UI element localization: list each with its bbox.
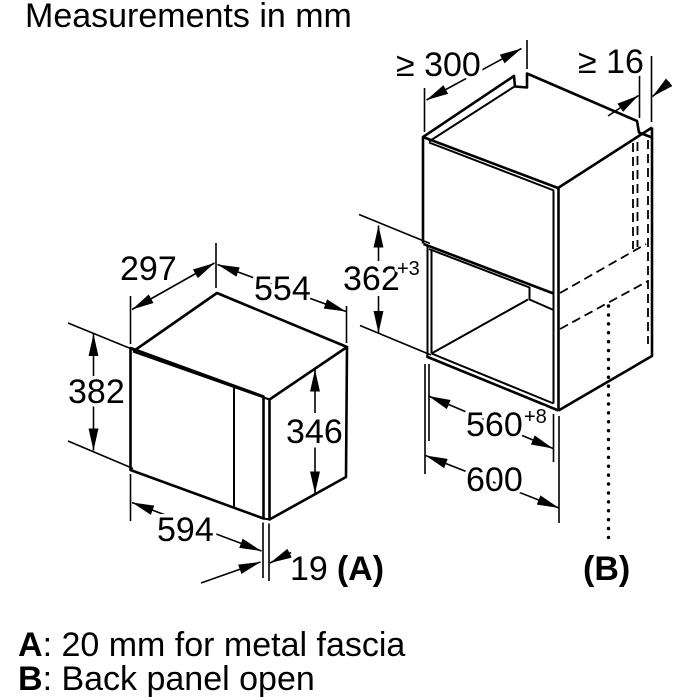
dim-niche-height: 362 (343, 260, 400, 298)
cabinet-top-outline (421, 72, 653, 244)
cabinet-niche-top-edge (423, 242, 554, 295)
cabinet-hidden-back-edges (559, 140, 649, 344)
cabinet-dimension-lines (373, 47, 673, 509)
note-a: A: 20 mm for metal fascia (18, 626, 405, 664)
dim-panel-thickness: ≥ 16 (578, 43, 644, 81)
note-a-letter: A (18, 626, 43, 664)
microwave-body-outline (132, 291, 349, 521)
dim-height-side: 346 (286, 413, 343, 451)
dim-width-front: 594 (157, 511, 214, 549)
microwave-dimension-lines (88, 262, 347, 584)
dim-niche-width: 560 (466, 406, 523, 444)
dim-fascia-ref: (A) (337, 550, 384, 588)
cabinet-drawing (358, 40, 673, 545)
note-b: B: Back panel open (18, 660, 315, 698)
label-back-ref: (B) (583, 550, 630, 588)
cabinet-bottom-front-edge (426, 355, 559, 412)
dim-niche-height-tolerance: +3 (397, 258, 420, 280)
dim-width-top: 554 (254, 270, 311, 308)
page-title: Measurements in mm (25, 0, 352, 35)
cabinet-extension-lines (358, 40, 653, 523)
note-b-text: : Back panel open (43, 660, 315, 698)
dim-clearance-top: ≥ 300 (396, 46, 481, 84)
dim-depth-top: 297 (120, 250, 177, 288)
dim-niche-width-tolerance: +8 (524, 406, 547, 428)
microwave-door-top-edge (132, 350, 270, 401)
cabinet-top-right-edge (422, 126, 653, 190)
cabinet-panel-inner-edges (425, 84, 555, 405)
dim-cabinet-width: 600 (466, 461, 523, 499)
note-b-letter: B (18, 660, 43, 698)
note-a-text: : 20 mm for metal fascia (43, 626, 406, 664)
microwave-extension-lines (67, 243, 348, 581)
dim-fascia-value: 19 (290, 550, 328, 588)
dim-fascia: 19(A) (290, 550, 384, 588)
cabinet-right-back-edge (557, 127, 654, 412)
microwave-drawing (67, 243, 349, 584)
dim-height-front: 382 (68, 373, 125, 411)
microwave-door-bottom-edge (263, 517, 270, 521)
